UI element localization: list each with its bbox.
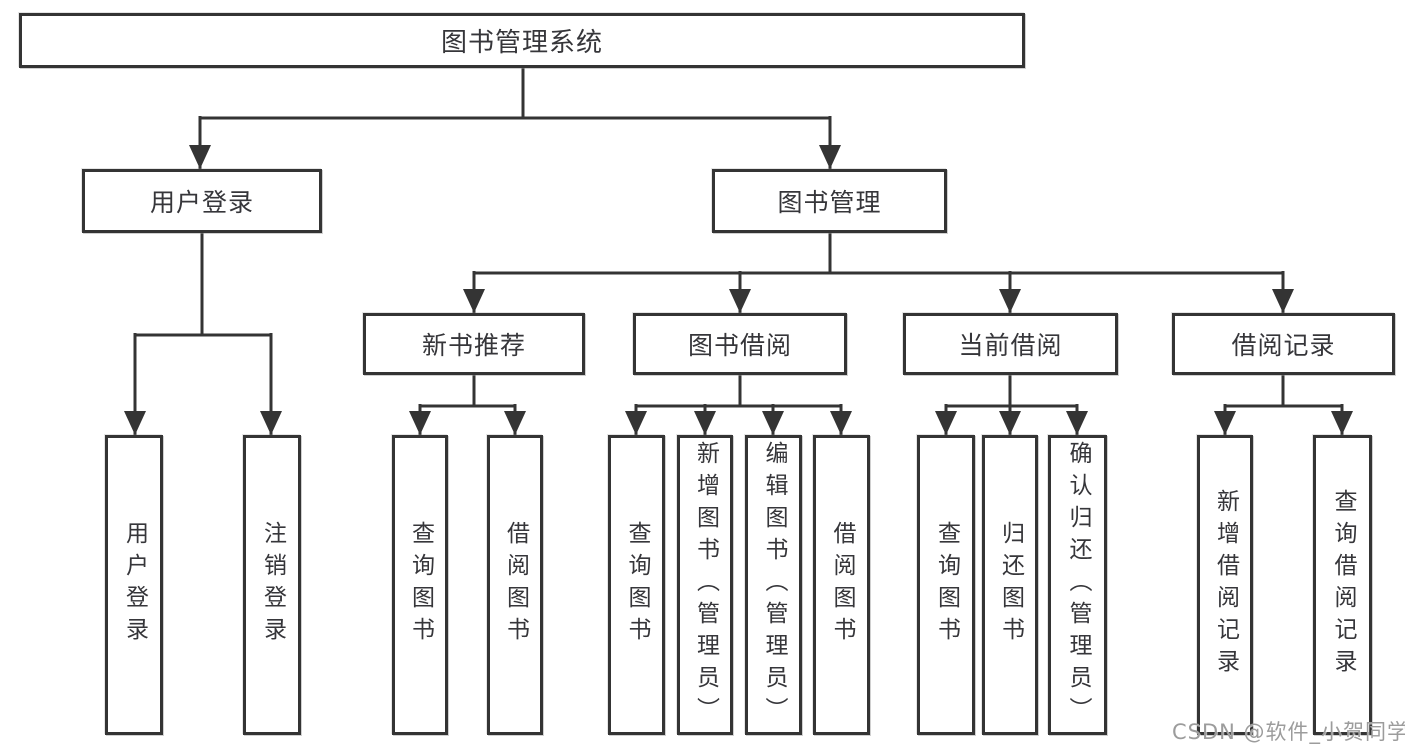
leaf-edit-books-admin: 编辑图书（管理员） xyxy=(745,435,802,735)
leaf-user-login: 用户登录 xyxy=(105,435,163,735)
leaf-query-borrow-record: 查询借阅记录 xyxy=(1313,435,1372,735)
node-library-management-system: 图书管理系统 xyxy=(19,13,1025,68)
node-user-login: 用户登录 xyxy=(82,169,322,233)
leaf-add-books-admin: 新增图书（管理员） xyxy=(677,435,733,735)
leaf-borrow-books-recommend: 借阅图书 xyxy=(487,435,543,735)
leaf-logout: 注销登录 xyxy=(243,435,301,735)
leaf-add-borrow-record: 新增借阅记录 xyxy=(1197,435,1253,735)
node-book-borrowing: 图书借阅 xyxy=(633,313,847,375)
leaf-query-books-current: 查询图书 xyxy=(917,435,975,735)
csdn-watermark: CSDN @软件_小贺同学 xyxy=(1172,720,1405,744)
node-book-management: 图书管理 xyxy=(712,169,947,233)
node-new-book-recommend: 新书推荐 xyxy=(363,313,585,375)
leaf-query-books-borrowing: 查询图书 xyxy=(608,435,665,735)
node-current-borrowing: 当前借阅 xyxy=(903,313,1118,375)
leaf-borrow-books: 借阅图书 xyxy=(813,435,870,735)
node-borrowing-records: 借阅记录 xyxy=(1172,313,1395,375)
leaf-return-books: 归还图书 xyxy=(982,435,1038,735)
leaf-query-books-recommend: 查询图书 xyxy=(392,435,448,735)
leaf-confirm-return-admin: 确认归还（管理员） xyxy=(1048,435,1107,735)
